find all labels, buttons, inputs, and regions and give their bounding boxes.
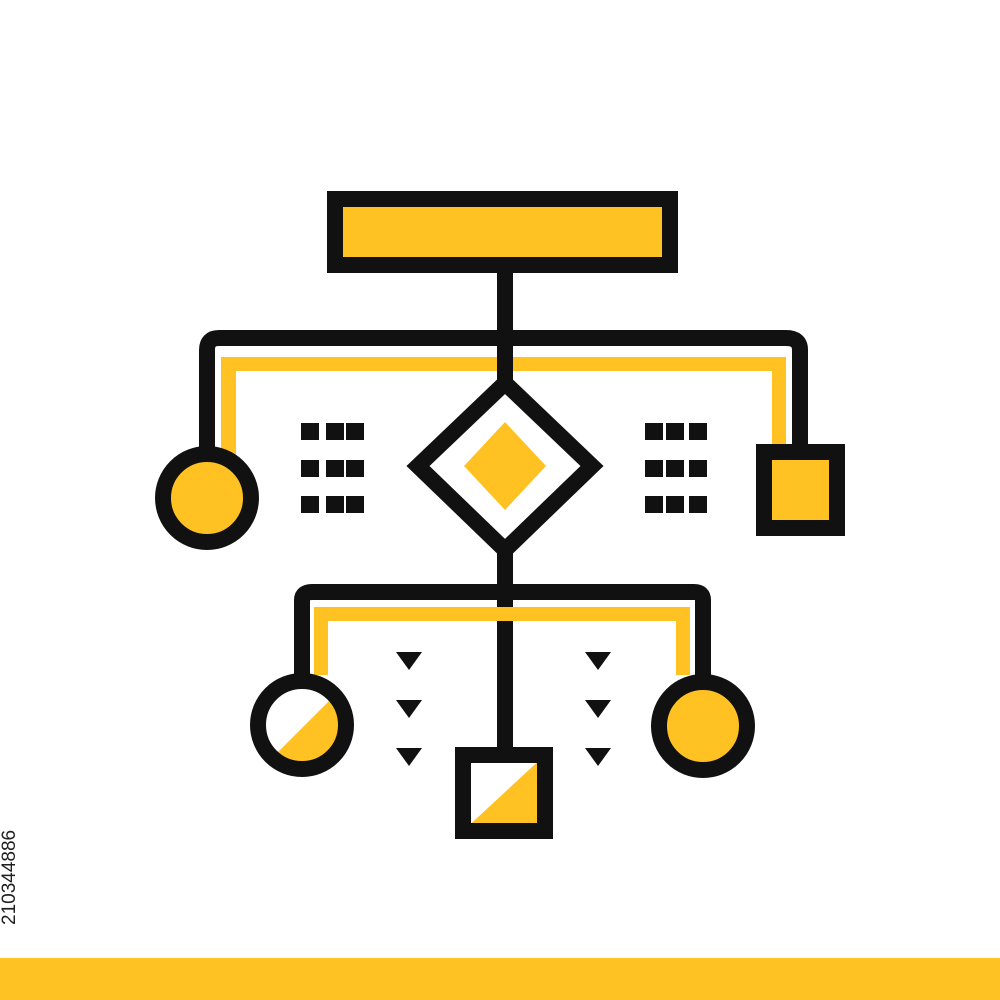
decision-diamond — [406, 371, 604, 562]
lower-branch-line — [294, 584, 711, 680]
decision-diamond-fill — [464, 422, 546, 510]
lower-left-circle-node — [250, 673, 354, 777]
left-down-arrows — [396, 652, 422, 766]
left-dot-grid — [301, 423, 364, 513]
bottom-square-node — [455, 747, 553, 839]
left-circle-node — [155, 446, 259, 550]
right-dot-grid — [645, 423, 707, 513]
bottom-accent-bar — [0, 958, 1000, 1000]
lower-connectors — [294, 584, 711, 680]
stock-id-label: 210344886 — [0, 829, 20, 925]
lower-right-circle-node — [651, 674, 755, 778]
top-bar-node — [327, 191, 678, 273]
lower-branch-accent — [314, 607, 690, 675]
upper-branch-accent — [221, 357, 786, 455]
right-square-node — [756, 444, 845, 536]
right-down-arrows — [585, 652, 611, 766]
